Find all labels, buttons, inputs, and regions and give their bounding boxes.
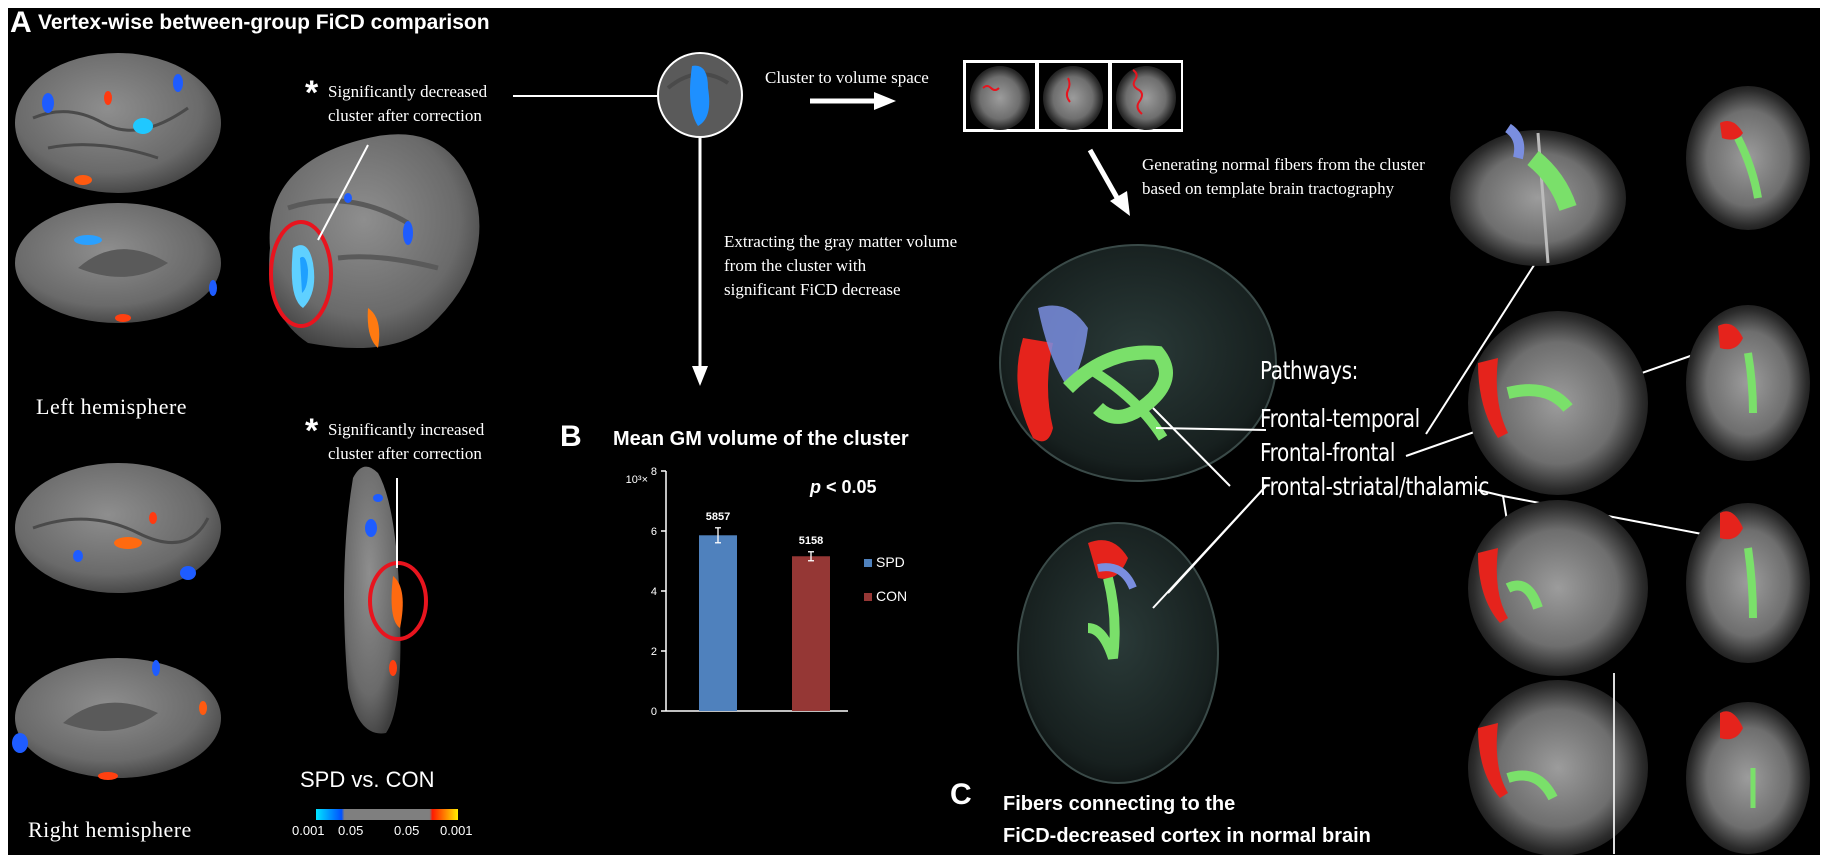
right-hemisphere-label: Right hemisphere: [28, 817, 192, 842]
extracting-note-line1: Extracting the gray matter volume: [724, 232, 958, 251]
decreased-asterisk: *: [305, 74, 319, 112]
left-hemisphere-lateral-view: [15, 53, 221, 193]
diagonal-arrow-head: [1110, 191, 1130, 216]
panel-c-caption: Fibers connecting to the FiCD-decreased …: [1003, 788, 1371, 852]
decreased-cluster-brain-view: [269, 134, 480, 348]
panel-c-letter: C: [950, 778, 972, 811]
legend-label-con: CON: [876, 588, 907, 604]
panel-c-caption-line1: Fibers connecting to the: [1003, 793, 1236, 815]
volume-space-slices: [963, 60, 1183, 132]
colorbar-tick-2: 0.05: [394, 823, 420, 838]
increased-asterisk: *: [305, 412, 319, 450]
significance-colorbar: [316, 809, 458, 820]
right-arrow-head: [874, 92, 896, 110]
panel-c-caption-line2: FiCD-decreased cortex in normal brain: [1003, 825, 1371, 847]
legend-label-spd: SPD: [876, 554, 905, 570]
generating-note: Generating normal fibers from the cluste…: [1142, 153, 1425, 201]
pathway-frontal-frontal: Frontal-frontal: [1260, 438, 1396, 467]
comparison-label: SPD vs. CON: [300, 767, 435, 792]
generating-note-line2: based on template brain tractography: [1142, 179, 1395, 198]
glass-brain-sagittal: [999, 244, 1277, 482]
p-value-symbol: p: [810, 477, 821, 497]
p-value-annotation: p < 0.05: [810, 477, 877, 498]
panel-b-letter: B: [560, 420, 582, 453]
generating-note-line1: Generating normal fibers from the cluste…: [1142, 155, 1425, 174]
data-label: 5857: [706, 511, 730, 523]
cluster-to-volume-label: Cluster to volume space: [765, 68, 929, 87]
y-axis-unit: 10³×: [626, 474, 648, 486]
panel-a-letter: A: [10, 8, 32, 39]
panel-b-title: Mean GM volume of the cluster: [613, 428, 909, 450]
y-tick-label: 0: [651, 706, 657, 718]
data-label: 5158: [799, 535, 823, 547]
bar-con: [792, 556, 830, 711]
sagittal-mri-panels: [1450, 123, 1648, 855]
extracting-note: Extracting the gray matter volume from t…: [724, 230, 957, 302]
increased-note: Significantly increased cluster after co…: [328, 418, 484, 466]
decreased-note-line2: cluster after correction: [328, 106, 482, 125]
decreased-note-line1: Significantly decreased: [328, 82, 488, 101]
cluster-circle-inset: [657, 52, 743, 138]
increased-note-line1: Significantly increased: [328, 420, 485, 439]
right-hemisphere-lateral-view: [15, 463, 221, 593]
extracting-note-line3: significant FiCD decrease: [724, 280, 901, 299]
colorbar-tick-3: 0.001: [440, 823, 473, 838]
p-value-text: < 0.05: [821, 477, 877, 497]
y-tick-label: 6: [651, 526, 657, 538]
extracting-note-line2: from the cluster with: [724, 256, 867, 275]
pathway-frontal-temporal: Frontal-temporal: [1260, 404, 1420, 433]
bar-spd: [699, 535, 737, 711]
right-hemisphere-medial-view: [12, 658, 221, 780]
axial-mri-panels: [1686, 86, 1810, 854]
colorbar-tick-1: 0.05: [338, 823, 364, 838]
decreased-note: Significantly decreased cluster after co…: [328, 80, 487, 128]
increased-note-line2: cluster after correction: [328, 444, 482, 463]
figure-illustrations: [12, 52, 1810, 855]
y-tick-label: 2: [651, 646, 657, 658]
pathway-frontal-striatal-thalamic: Frontal-striatal/thalamic: [1260, 472, 1489, 501]
legend-swatch-spd: [864, 559, 872, 567]
panel-a-title: Vertex-wise between-group FiCD compariso…: [38, 11, 490, 34]
pathways-title: Pathways:: [1260, 356, 1358, 385]
left-hemisphere-label: Left hemisphere: [36, 394, 188, 419]
y-tick-label: 8: [651, 466, 657, 478]
down-arrow-head: [692, 366, 708, 386]
colorbar-tick-0: 0.001: [292, 823, 325, 838]
y-tick-label: 4: [651, 586, 657, 598]
increased-cluster-brain-view: [344, 466, 428, 734]
figure-panel: A Vertex-wise between-group FiCD compari…: [8, 8, 1820, 855]
legend-swatch-con: [864, 593, 872, 601]
glass-brain-axial: [1017, 522, 1219, 784]
left-hemisphere-medial-view: [15, 203, 221, 323]
diagonal-arrow-shaft: [1087, 148, 1123, 205]
